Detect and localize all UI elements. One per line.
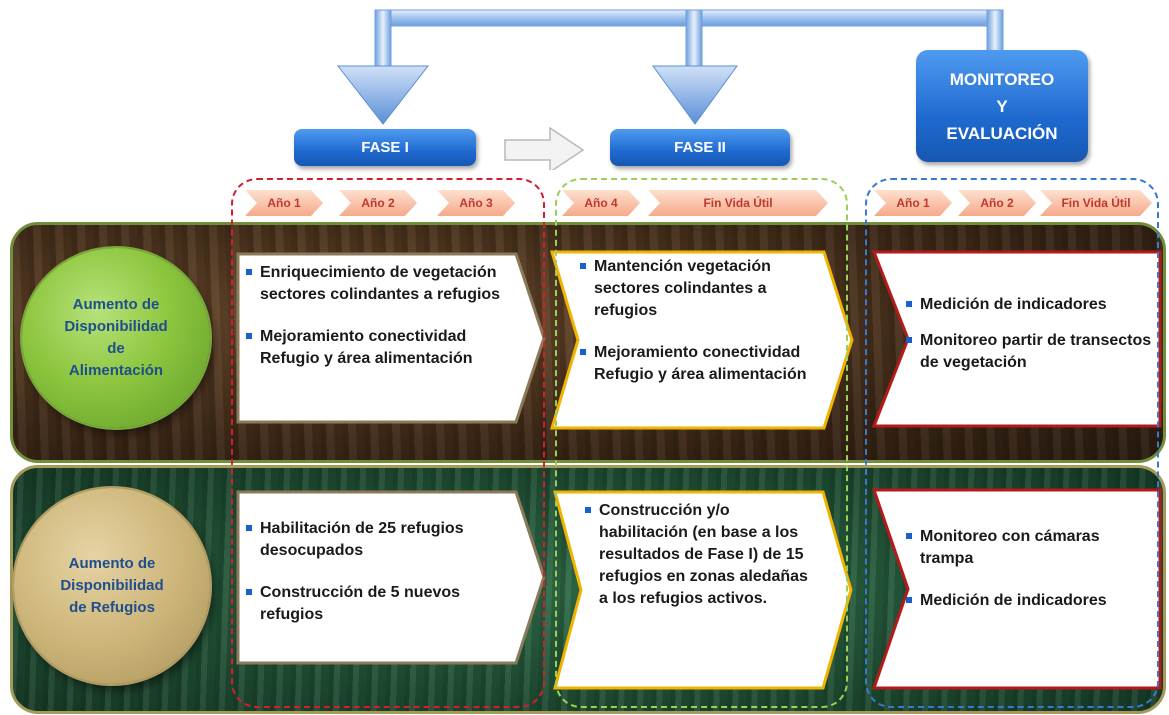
fase-1-header: FASE I (294, 129, 476, 166)
alimentacion-fase1-item-2: Mejoramiento conectividad Refugio y área… (244, 326, 512, 370)
refugios-fase2-box: Construcción y/o habilitación (en base a… (553, 490, 855, 690)
refugios-fase1-item-2: Construcción de 5 nuevos refugios (244, 582, 512, 626)
feedback-arrows (336, 9, 1004, 170)
year-fase2-2: Fin Vida Útil (648, 190, 828, 216)
year-monitoreo-2: Año 2 (958, 190, 1036, 216)
monitoreo-line-1: MONITOREO (949, 69, 1055, 89)
refugios-label-2: Disponibilidad (60, 577, 164, 594)
alimentacion-monitoreo-item-1: Medición de indicadores (904, 294, 1156, 316)
fase-2-header: FASE II (610, 129, 790, 166)
alimentacion-fase2-item-1: Mantención vegetación sectores colindant… (578, 256, 818, 322)
alimentacion-label-3: de (107, 340, 125, 357)
refugios-monitoreo-item-2: Medición de indicadores (904, 590, 1156, 612)
alimentacion-fase2-item-2: Mejoramiento conectividad Refugio y área… (578, 342, 818, 386)
alimentacion-fase1-item-1: Enriquecimiento de vegetación sectores c… (244, 262, 512, 306)
fase-2-column-outline (555, 178, 848, 708)
monitoreo-line-3: EVALUACIÓN (946, 123, 1058, 143)
year-fase1-3: Año 3 (437, 190, 515, 216)
monitoreo-evaluacion-header: MONITOREO Y EVALUACIÓN (916, 50, 1088, 162)
fase-1-column-outline (231, 178, 545, 708)
alimentacion-fase1-box: Enriquecimiento de vegetación sectores c… (236, 252, 548, 424)
year-fase1-1: Año 1 (245, 190, 323, 216)
alimentacion-label-1: Aumento de (72, 296, 160, 313)
refugios-label-1: Aumento de (68, 555, 156, 572)
alimentacion-fase2-box: Mantención vegetación sectores colindant… (550, 250, 855, 430)
refugios-fase1-box: Habilitación de 25 refugios desocupados … (236, 490, 548, 665)
refugios-label-3: de Refugios (69, 599, 155, 616)
alimentacion-monitoreo-box: Medición de indicadores Monitoreo partir… (872, 250, 1162, 428)
refugios-monitoreo-box: Monitoreo con cámaras trampa Medición de… (872, 488, 1162, 690)
monitoreo-column-outline (865, 178, 1159, 708)
alimentacion-circle: Aumento de Disponibilidad de Alimentació… (22, 248, 210, 428)
alimentacion-monitoreo-item-2: Monitoreo partir de transectos de vegeta… (904, 330, 1156, 374)
year-fase1-2: Año 2 (339, 190, 417, 216)
refugios-circle: Aumento de Disponibilidad de Refugios (14, 488, 210, 684)
refugios-fase1-item-1: Habilitación de 25 refugios desocupados (244, 518, 512, 562)
monitoreo-line-2: Y (996, 96, 1008, 116)
alimentacion-label-2: Disponibilidad (64, 318, 168, 335)
refugios-monitoreo-item-1: Monitoreo con cámaras trampa (904, 526, 1156, 570)
refugios-fase2-item-1: Construcción y/o habilitación (en base a… (583, 500, 819, 610)
alimentacion-label-4: Alimentación (68, 362, 164, 379)
